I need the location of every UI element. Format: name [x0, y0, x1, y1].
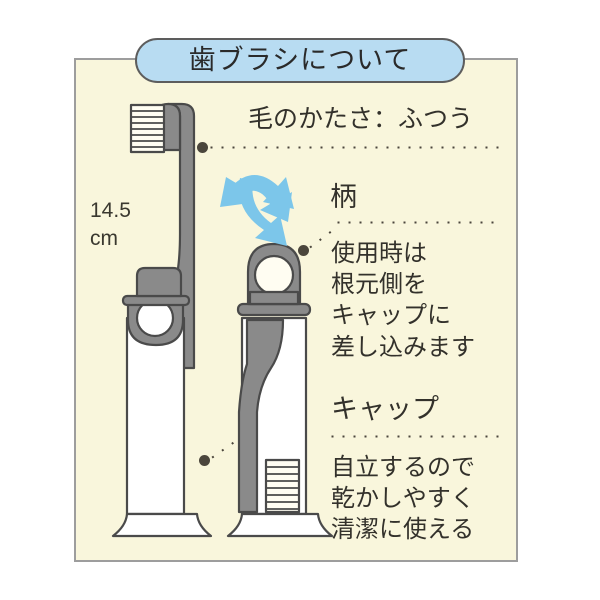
left-cap-base [111, 512, 213, 538]
leader-dot-handle [298, 245, 309, 256]
left-bristle-rows [130, 110, 165, 148]
right-grip-ledge [248, 290, 300, 306]
callout-bristle-hardness-label: 毛のかたさ：ふつう [248, 104, 474, 133]
right-inserted-handle [237, 318, 285, 514]
leader-line-cap [327, 434, 502, 439]
callout-handle-body: 使用時は 根元側を キャップに 差し込みます [331, 239, 475, 361]
right-cap-base [226, 512, 334, 538]
leader-line-bristle-hardness [206, 145, 502, 150]
left-cap-handle-stub [135, 266, 183, 298]
callout-handle-label: 柄 [330, 182, 357, 213]
right-bristle-block [264, 458, 301, 514]
leader-dot-bristle-hardness [197, 142, 208, 153]
measurement-label: 14.5 cm [90, 199, 131, 251]
callout-cap-body: 自立するので 乾かしやすく 清潔に使える [331, 453, 475, 544]
title-text: 歯ブラシについて [188, 45, 412, 76]
swap-arrow-body [220, 176, 292, 222]
leader-dot-cap [199, 455, 210, 466]
callout-cap-label: キャップ [331, 394, 439, 425]
right-bristle-rows [265, 466, 300, 510]
leader-line-handle [333, 220, 502, 225]
title-pill: 歯ブラシについて [135, 38, 465, 83]
